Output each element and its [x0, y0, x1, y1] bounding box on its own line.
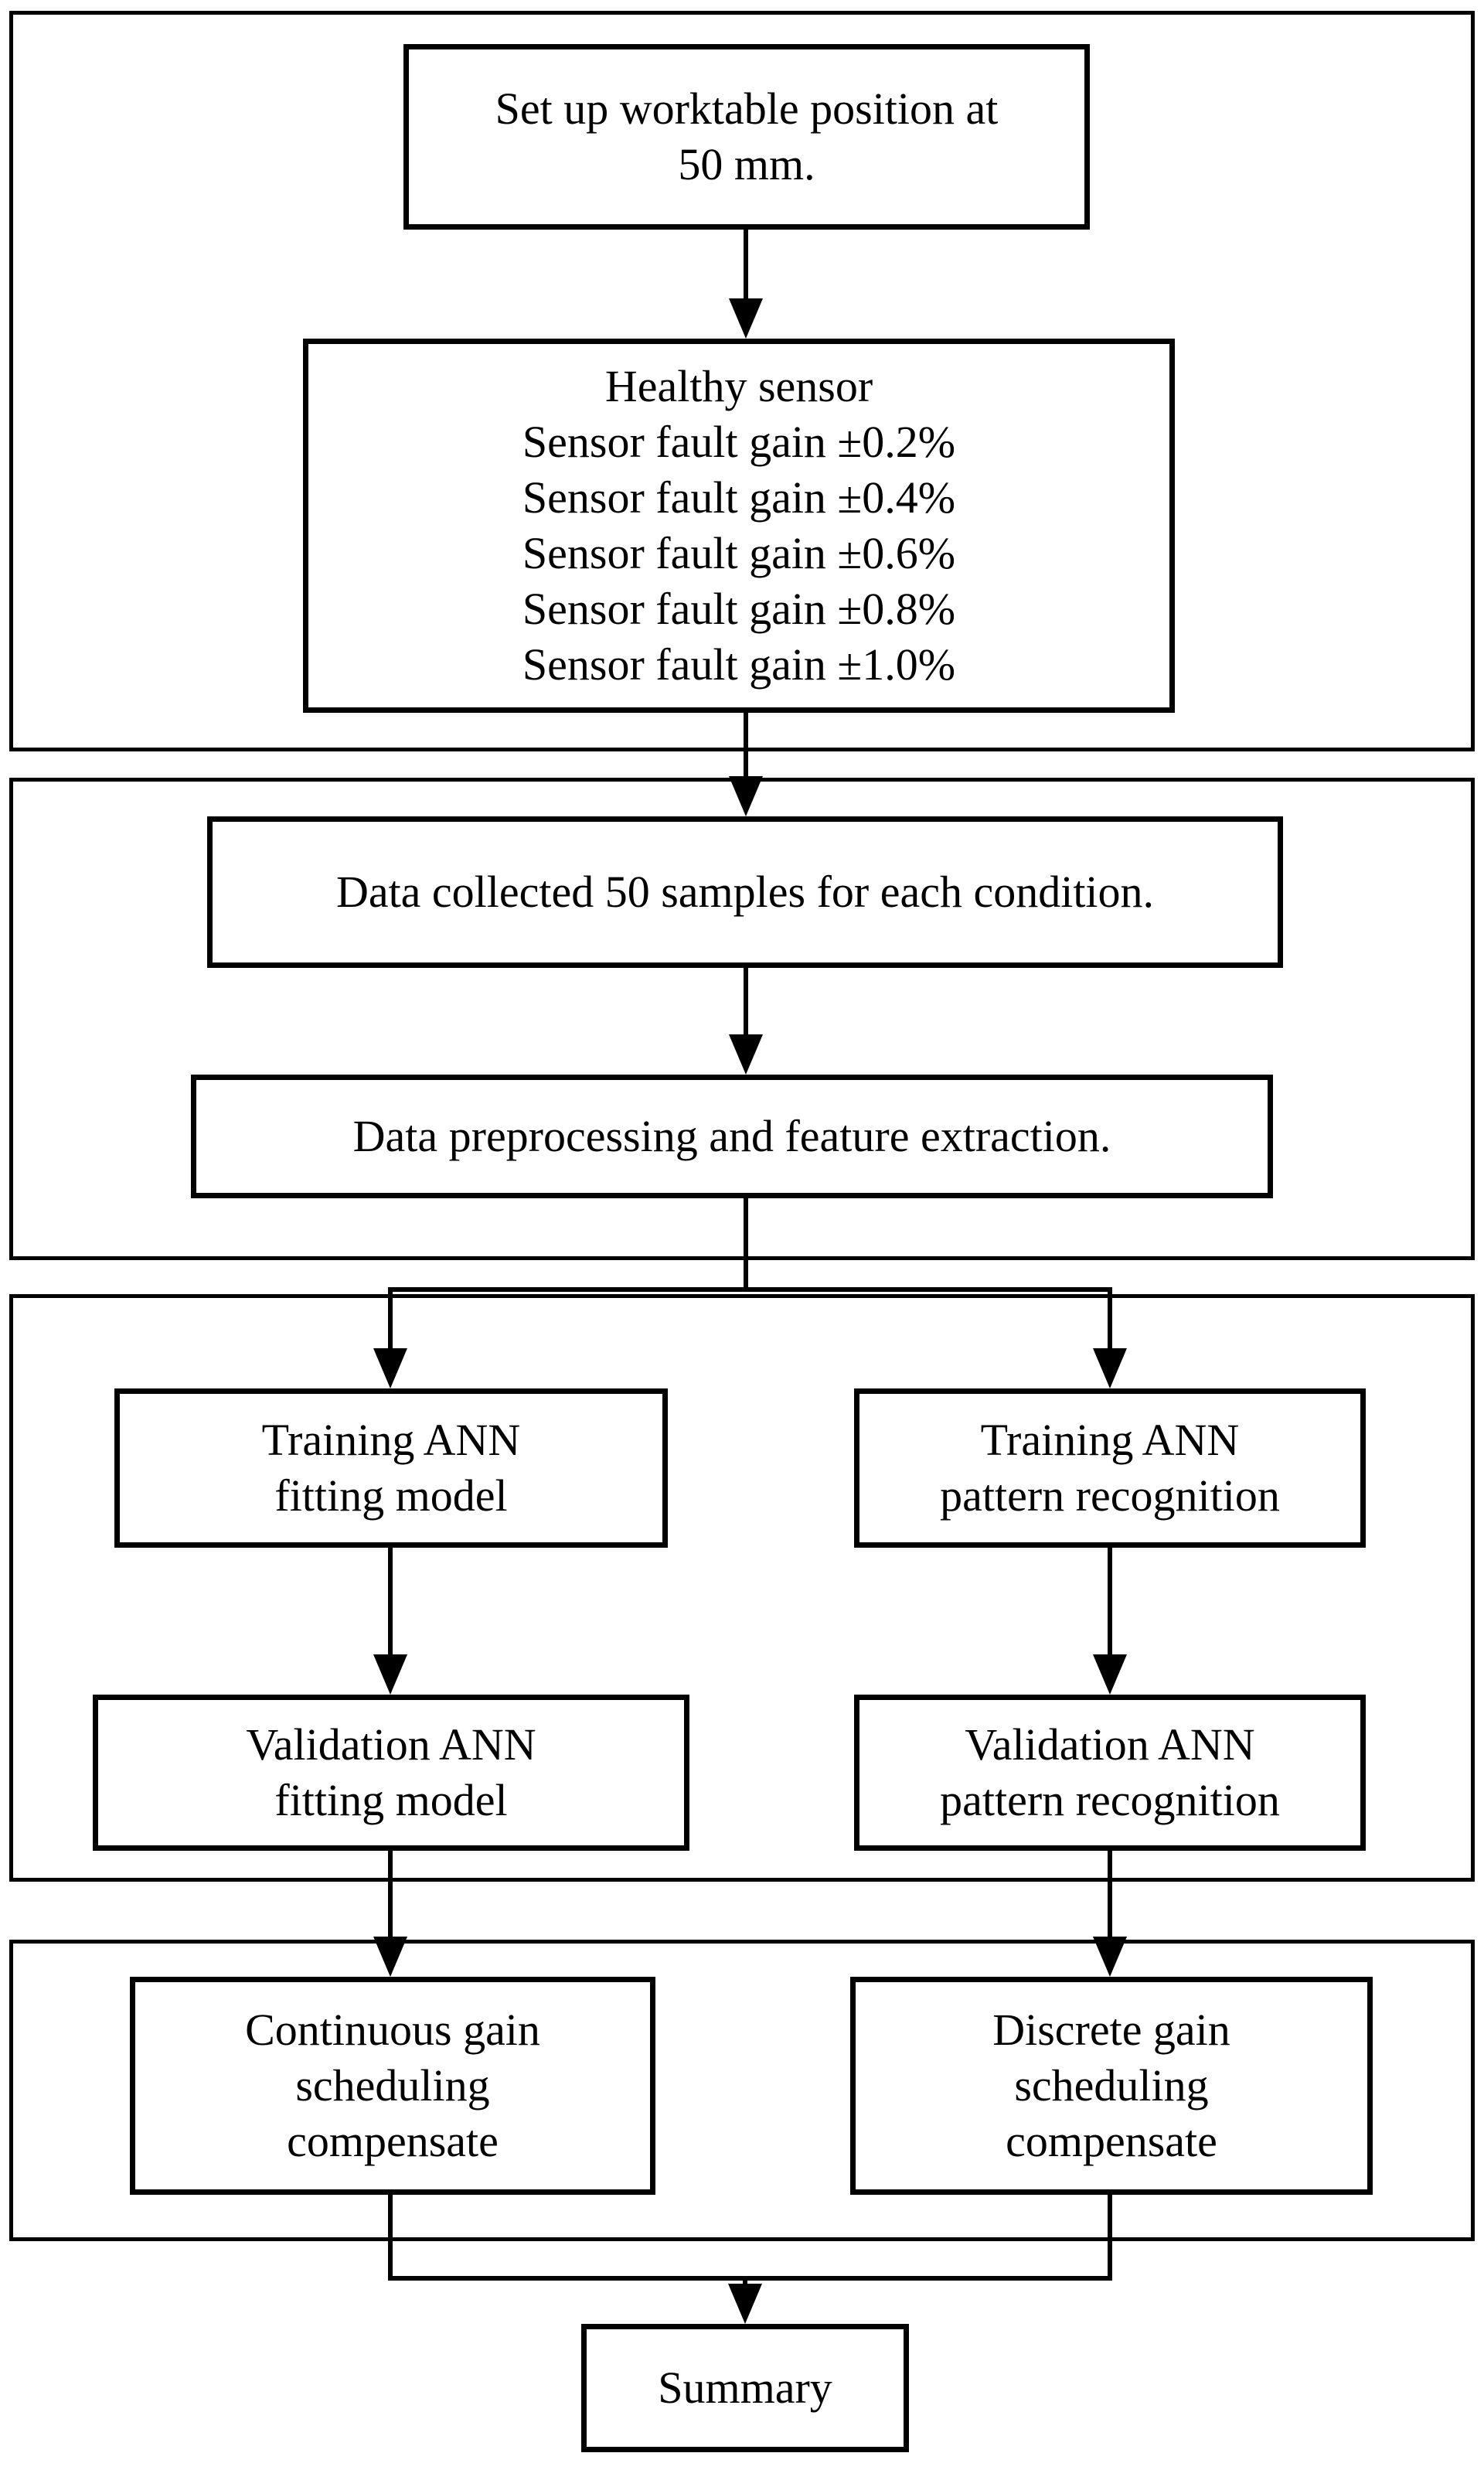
- arrowhead-icon: [728, 2284, 762, 2324]
- node-text: Discrete gain: [992, 2005, 1230, 2055]
- node-text: Validation ANN: [965, 1719, 1255, 1770]
- arrowhead-icon: [373, 1348, 407, 1388]
- node-data-preprocessing: Data preprocessing and feature extractio…: [191, 1075, 1273, 1198]
- node-text: Training ANN: [261, 1415, 521, 1465]
- arrowhead-icon: [373, 1937, 407, 1977]
- node-text: fitting model: [274, 1775, 508, 1825]
- node-data-collected: Data collected 50 samples for each condi…: [207, 816, 1283, 968]
- arrowhead-icon: [729, 1034, 763, 1075]
- node-text: pattern recognition: [940, 1775, 1280, 1825]
- node-text: Summary: [658, 2363, 832, 2413]
- arrowhead-icon: [1093, 1348, 1127, 1388]
- arrowhead-icon: [1093, 1654, 1127, 1695]
- node-summary: Summary: [581, 2324, 909, 2452]
- arrowhead-icon: [729, 776, 763, 816]
- node-sensor-fault-conditions: Healthy sensor Sensor fault gain ±0.2% S…: [303, 339, 1175, 713]
- node-text: Training ANN: [980, 1415, 1240, 1465]
- arrowhead-icon: [729, 298, 763, 339]
- flow-line-setup-to-conditions: [744, 230, 748, 302]
- flow-line-conditions-to-collect: [744, 713, 748, 779]
- merge-connector: [388, 2276, 1112, 2281]
- flow-line-preprocess-to-fork: [744, 1198, 748, 1292]
- node-text: Sensor fault gain ±1.0%: [522, 639, 956, 690]
- flow-line-training-to-validation-pattern: [1108, 1548, 1112, 1657]
- node-validation-ann-fitting: Validation ANN fitting model: [93, 1695, 689, 1851]
- flow-line-merge-to-summary: [743, 2276, 747, 2290]
- node-text: Sensor fault gain ±0.6%: [522, 528, 956, 578]
- node-text: Sensor fault gain ±0.8%: [522, 584, 956, 634]
- node-continuous-gain-scheduling: Continuous gain scheduling compensate: [130, 1977, 655, 2195]
- node-text: Data preprocessing and feature extractio…: [352, 1111, 1111, 1161]
- fork-connector: [388, 1287, 1112, 1292]
- node-text: Continuous gain: [245, 2005, 540, 2055]
- arrowhead-icon: [373, 1654, 407, 1695]
- node-validation-ann-pattern: Validation ANN pattern recognition: [854, 1695, 1366, 1851]
- group-ann-training-validation: [9, 1294, 1475, 1882]
- node-text: Sensor fault gain ±0.2%: [522, 417, 956, 467]
- flow-line-collect-to-preprocess: [744, 968, 748, 1037]
- node-setup-worktable: Set up worktable position at 50 mm.: [403, 44, 1090, 230]
- node-discrete-gain-scheduling: Discrete gain scheduling compensate: [850, 1977, 1373, 2195]
- node-text: Data collected 50 samples for each condi…: [335, 867, 1155, 917]
- node-text: Healthy sensor: [604, 361, 873, 411]
- flow-line-discrete-to-merge: [1108, 2195, 1112, 2281]
- node-text: 50 mm.: [678, 139, 815, 189]
- group-experiment-setup: [9, 11, 1475, 751]
- flow-line-fork-to-training-pattern: [1108, 1287, 1112, 1351]
- node-text: fitting model: [274, 1470, 508, 1521]
- node-text: compensate: [287, 2116, 499, 2166]
- node-text: scheduling: [295, 2060, 490, 2111]
- node-text: Sensor fault gain ±0.4%: [522, 472, 956, 523]
- flow-line-continuous-to-merge: [388, 2195, 393, 2281]
- node-text: compensate: [1006, 2116, 1217, 2166]
- flow-line-validation-to-continuous: [388, 1851, 393, 1940]
- flow-line-fork-to-training-fitting: [388, 1287, 393, 1351]
- node-text: Validation ANN: [246, 1719, 536, 1770]
- flow-line-validation-to-discrete: [1108, 1851, 1112, 1940]
- node-text: Set up worktable position at: [495, 83, 999, 134]
- node-text: scheduling: [1014, 2060, 1209, 2111]
- node-text: pattern recognition: [940, 1470, 1280, 1521]
- group-gain-compensation: [9, 1940, 1475, 2241]
- node-training-ann-pattern: Training ANN pattern recognition: [854, 1388, 1366, 1548]
- arrowhead-icon: [1093, 1937, 1127, 1977]
- flow-line-training-to-validation-fitting: [388, 1548, 393, 1657]
- node-training-ann-fitting: Training ANN fitting model: [114, 1388, 668, 1548]
